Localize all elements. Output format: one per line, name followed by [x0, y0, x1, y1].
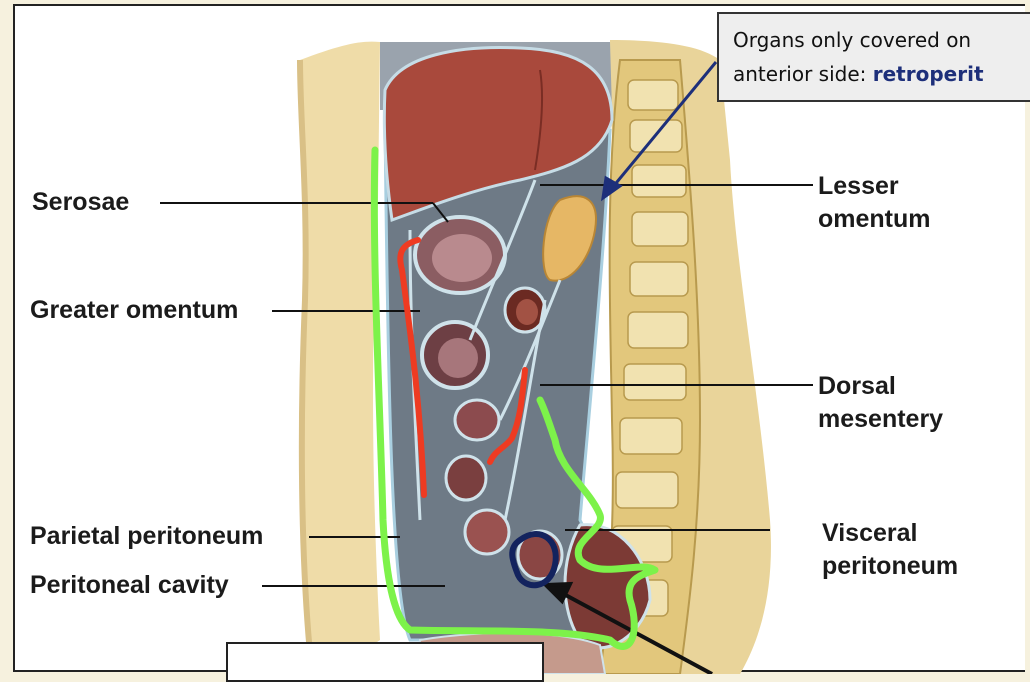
green-annotation-line — [370, 146, 659, 650]
leader-lines — [160, 184, 813, 587]
label-lesser-omentum-line1: Lesser — [818, 172, 899, 200]
label-greater-omentum: Greater omentum — [30, 296, 239, 324]
label-parietal-peritoneum: Parietal peritoneum — [30, 522, 264, 550]
callout-line2-prefix: anterior side: — [733, 62, 873, 86]
anterior-body-wall — [300, 41, 380, 674]
callout-highlight-term: retroperit — [872, 62, 984, 86]
label-visceral-peritoneum-line2: peritoneum — [822, 552, 959, 580]
liver — [382, 46, 614, 223]
pancreas — [542, 195, 597, 282]
callout-arrow — [600, 61, 718, 202]
retroperitoneal-callout: Organs only covered on anterior side: re… — [717, 12, 1030, 102]
callout-line1: Organs only covered on — [733, 28, 972, 52]
skin-line — [297, 59, 315, 674]
label-dorsal-mesentery-line1: Dorsal — [818, 372, 896, 400]
label-dorsal-mesentery-line2: mesentery — [818, 405, 944, 433]
callout-line2: anterior side: retroperit — [733, 57, 1030, 91]
label-serosae: Serosae — [32, 188, 130, 216]
red-annotation-left — [397, 237, 427, 498]
label-peritoneal-cavity: Peritoneal cavity — [30, 571, 229, 599]
navy-annotation-circle — [509, 531, 559, 589]
bottom-text-box — [226, 642, 544, 682]
label-visceral-peritoneum-line1: Visceral — [822, 519, 918, 547]
red-annotation-mesentery — [487, 367, 528, 465]
label-lesser-omentum-line2: omentum — [818, 205, 931, 233]
